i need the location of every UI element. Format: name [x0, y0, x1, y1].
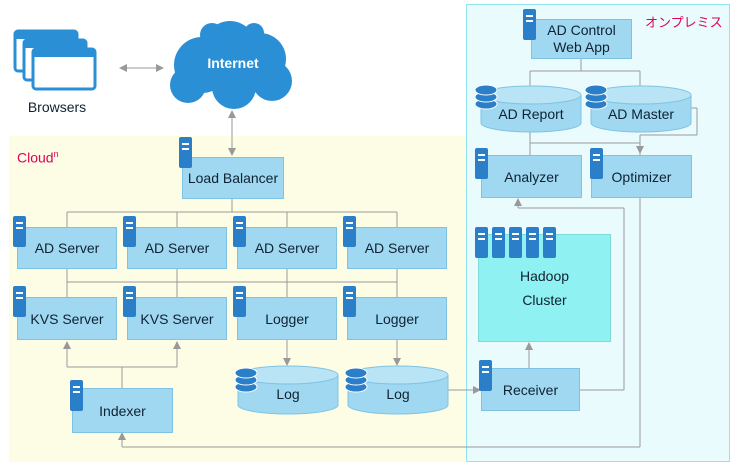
server-icon — [233, 216, 246, 247]
hadoop-label-line1: Hadoop — [519, 268, 570, 284]
server-icon — [233, 286, 246, 317]
server-icon — [123, 286, 136, 317]
ad-control-web-app-node: AD Control Web App — [531, 19, 632, 59]
ad-report-database — [480, 85, 582, 133]
server-icon — [543, 227, 556, 258]
ad-master-database — [590, 85, 692, 133]
logger-node-1: Logger — [237, 297, 337, 340]
server-icon — [590, 148, 603, 179]
ad-report-label: AD Report — [498, 106, 564, 122]
server-icon — [179, 137, 192, 168]
ad-control-label-line1: AD Control — [547, 22, 616, 38]
internet-cloud-icon — [170, 21, 292, 109]
load-balancer-label: Load Balancer — [187, 170, 279, 186]
kvs-server-node-1: KVS Server — [17, 297, 117, 340]
optimizer-node: Optimizer — [591, 155, 692, 198]
database-icon — [344, 367, 368, 393]
kvs-server-label: KVS Server — [30, 310, 104, 327]
receiver-node: Receiver — [481, 368, 580, 411]
server-icon — [475, 148, 488, 179]
logger-label: Logger — [375, 310, 419, 327]
ad-server-label: AD Server — [144, 240, 210, 256]
logger-label: Logger — [265, 310, 309, 327]
server-icon — [475, 227, 488, 258]
database-icon — [584, 84, 608, 110]
ad-control-label-line2: Web App — [553, 39, 610, 55]
indexer-label: Indexer — [99, 402, 146, 419]
analyzer-node: Analyzer — [481, 155, 582, 198]
load-balancer-node: Load Balancer — [182, 157, 284, 199]
internet-label: Internet — [207, 55, 259, 71]
ad-server-label: AD Server — [34, 240, 100, 256]
server-icon — [123, 216, 136, 247]
log-label: Log — [386, 386, 410, 402]
onpremise-region-label: オンプレミス — [645, 15, 723, 30]
kvs-server-node-2: KVS Server — [127, 297, 227, 340]
indexer-node: Indexer — [72, 388, 173, 433]
server-icon — [70, 380, 83, 411]
optimizer-label: Optimizer — [611, 168, 672, 185]
ad-server-node-2: AD Server — [127, 227, 227, 269]
hadoop-label-line2: Cluster — [522, 292, 567, 308]
ad-server-label: AD Server — [254, 240, 320, 256]
log-database-2 — [347, 365, 449, 415]
analyzer-label: Analyzer — [504, 168, 559, 185]
server-icon — [343, 286, 356, 317]
database-icon — [234, 367, 258, 393]
ad-server-node-3: AD Server — [237, 227, 337, 269]
server-icon — [13, 216, 26, 247]
browsers-label: Browsers — [27, 99, 87, 115]
server-icon — [492, 227, 505, 258]
ad-server-node-4: AD Server — [347, 227, 447, 269]
log-label: Log — [276, 386, 300, 402]
server-icon — [343, 216, 356, 247]
server-icon — [526, 227, 539, 258]
ad-server-node-1: AD Server — [17, 227, 117, 269]
server-icon — [509, 227, 522, 258]
browsers-icon — [13, 29, 97, 91]
log-database-1 — [237, 365, 339, 415]
logger-node-2: Logger — [347, 297, 447, 340]
server-icon — [523, 9, 536, 40]
receiver-label: Receiver — [502, 381, 559, 398]
server-icon — [13, 286, 26, 317]
ad-server-label: AD Server — [364, 240, 430, 256]
cloud-region-label: Cloudn — [17, 149, 59, 166]
database-icon — [474, 84, 498, 110]
kvs-server-label: KVS Server — [140, 310, 214, 327]
server-icon — [479, 360, 492, 391]
ad-master-label: AD Master — [607, 106, 675, 122]
